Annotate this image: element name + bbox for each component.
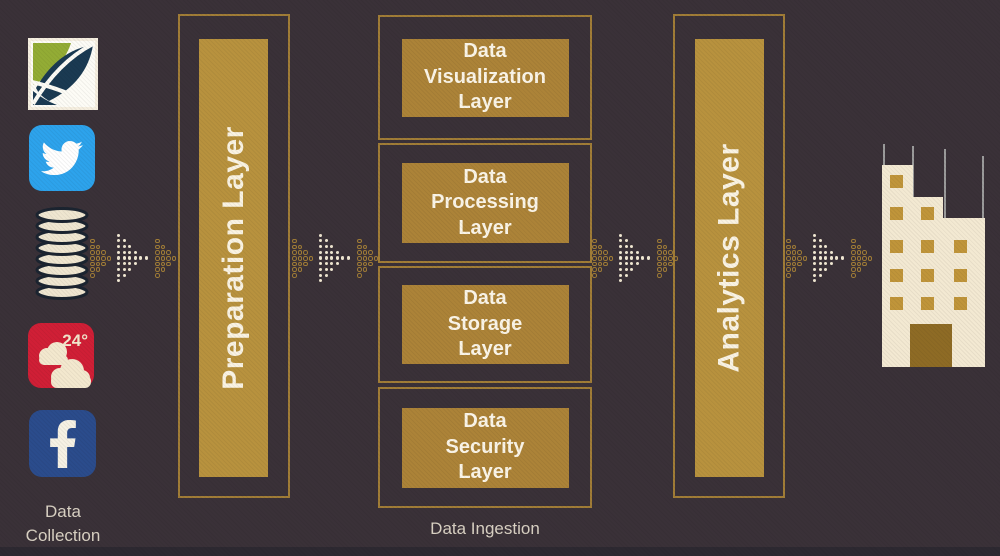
layer-box-label: Data Processing Layer [431, 165, 539, 239]
big-cloud-glyph [51, 359, 91, 388]
flow-arrow-icon [290, 232, 380, 284]
ingestion-cell: Data Storage Layer [378, 266, 592, 383]
temperature-badge: 24° [62, 331, 88, 350]
layer-box-label: Data Security Layer [445, 410, 525, 484]
analytics-layer-bar: Analytics Layer [695, 39, 764, 477]
company-logo-icon [28, 38, 98, 110]
analytics-layer-label: Analytics Layer [712, 143, 746, 373]
office-building-icon [882, 144, 985, 367]
ingestion-cell: Data Visualization Layer [378, 15, 592, 140]
layer-box-security: Data Security Layer [401, 407, 569, 488]
preparation-layer-label: Preparation Layer [216, 126, 250, 390]
facebook-f-glyph [49, 419, 76, 468]
twitter-icon [29, 125, 95, 191]
database-icon [35, 207, 89, 300]
layer-box-label: Data Visualization Layer [424, 40, 546, 114]
layer-box-label: Data Storage Layer [447, 287, 523, 361]
preparation-layer-panel [178, 14, 290, 498]
layer-box-processing: Data Processing Layer [401, 163, 569, 243]
ingestion-cell: Data Processing Layer [378, 143, 592, 263]
ingestion-cell: Data Security Layer [378, 387, 592, 508]
building-windows [890, 175, 967, 310]
building-door [910, 324, 952, 367]
flow-arrow-icon [88, 232, 178, 284]
preparation-layer-bar: Preparation Layer [199, 39, 268, 477]
data-ingestion-label: Data Ingestion [430, 519, 540, 538]
data-collection-label: Data Collection [25, 502, 101, 545]
bottom-edge-strip [0, 547, 1000, 556]
flow-arrow-icon [784, 232, 874, 284]
layer-box-visualization: Data Visualization Layer [401, 38, 569, 117]
twitter-bird-glyph [41, 140, 83, 176]
layer-box-storage: Data Storage Layer [401, 285, 569, 364]
facebook-icon [29, 410, 96, 477]
weather-icon: 24° [28, 323, 94, 388]
small-cloud-glyph [39, 342, 68, 365]
flow-arrow-icon [590, 232, 680, 284]
